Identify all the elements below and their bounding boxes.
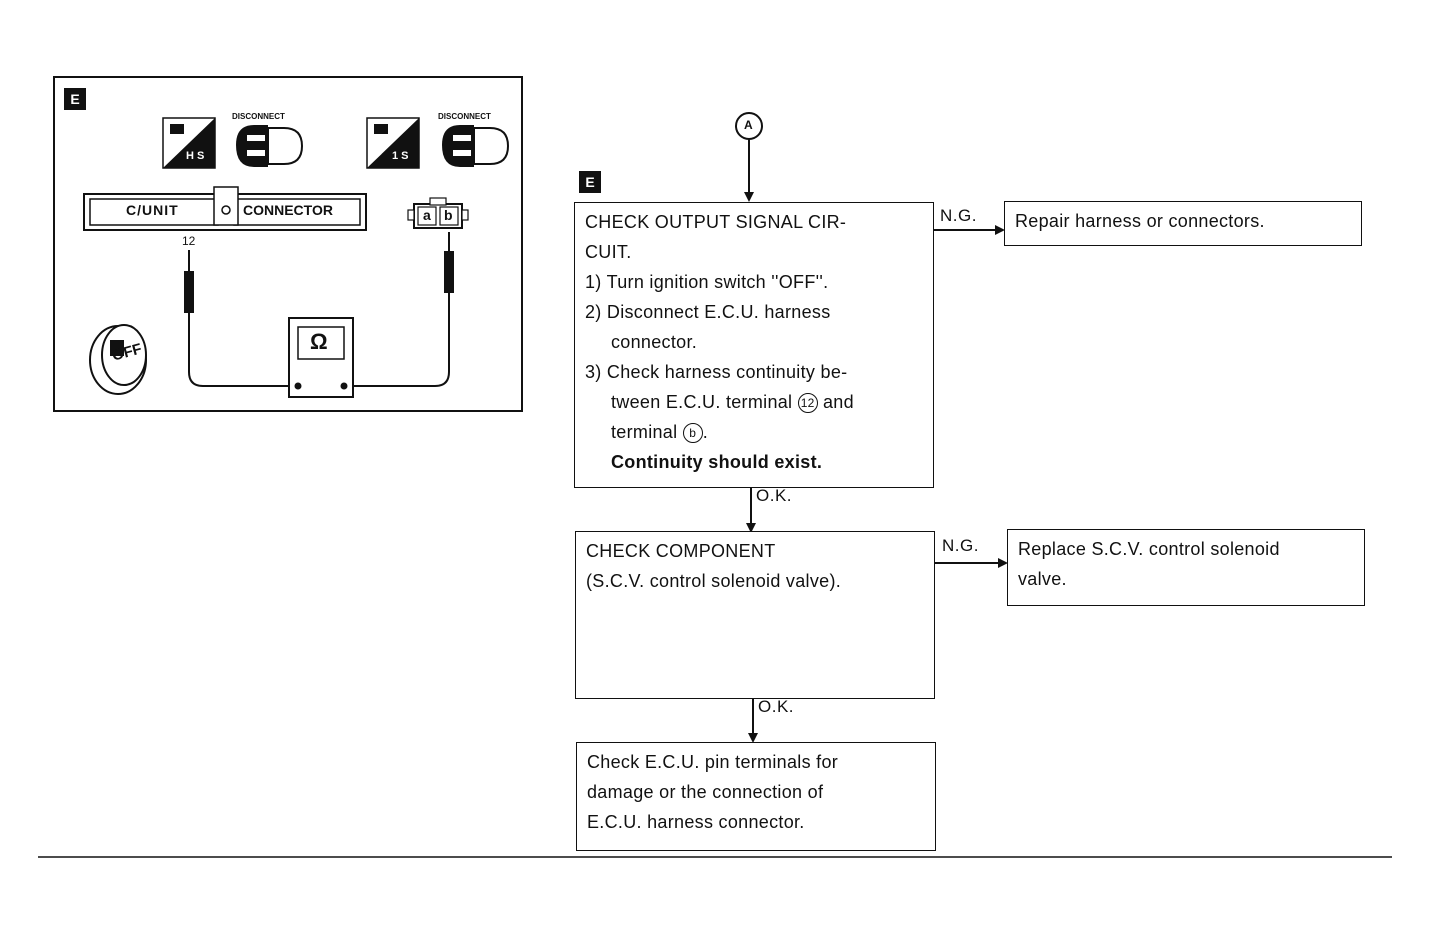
box-line: CHECK OUTPUT SIGNAL CIR-: [585, 212, 847, 232]
box-line: valve.: [1018, 569, 1067, 589]
continuity-note: Continuity should exist.: [611, 452, 823, 472]
pin-a-label: a: [423, 207, 431, 223]
ohmmeter: [288, 317, 354, 398]
box-line: 2) Disconnect E.C.U. harness: [585, 302, 831, 322]
box-line: 1) Turn ignition switch ''OFF''.: [585, 272, 829, 292]
replace-scv-box: Replace S.C.V. control solenoid valve.: [1007, 529, 1365, 606]
ng-label: N.G.: [940, 206, 977, 225]
check-component-box: CHECK COMPONENT (S.C.V. control solenoid…: [575, 531, 935, 699]
disconnect-plug-icon: [236, 125, 304, 167]
test-leads: [184, 232, 454, 387]
ohm-symbol: Ω: [310, 329, 328, 354]
disconnect-plug-icon: [442, 125, 510, 167]
step-marker: E: [579, 171, 601, 193]
sensor-harness-icon: [366, 117, 420, 169]
box-line: E.C.U. harness connector.: [587, 812, 805, 832]
box-line: Replace S.C.V. control solenoid: [1018, 539, 1280, 559]
terminal-12-marker: 12: [797, 393, 818, 413]
illustration-frame: [53, 76, 523, 412]
icon-caption: H S: [186, 150, 205, 162]
box-line: Repair harness or connectors.: [1015, 211, 1265, 231]
repair-harness-box: Repair harness or connectors.: [1004, 201, 1362, 246]
box-line: Check E.C.U. pin terminals for: [587, 752, 839, 772]
ok-label: O.K.: [758, 697, 795, 716]
box-line: (S.C.V. control solenoid valve).: [586, 571, 842, 591]
cunit-label: C/UNIT: [126, 202, 179, 218]
ng-label: N.G.: [942, 536, 979, 555]
disconnect-label: DISCONNECT: [438, 112, 491, 121]
icon-caption: 1 S: [392, 150, 409, 162]
box-line: connector.: [611, 332, 698, 352]
box-line: CUIT.: [585, 242, 632, 262]
terminal-b-marker: b: [682, 423, 703, 443]
connector-label: CONNECTOR: [243, 202, 333, 218]
box-line: damage or the connection of: [587, 782, 824, 802]
check-output-signal-box: CHECK OUTPUT SIGNAL CIR- CUIT. 1) Turn i…: [574, 202, 934, 488]
check-ecu-pins-box: Check E.C.U. pin terminals for damage or…: [576, 742, 936, 851]
box-line: CHECK COMPONENT: [586, 541, 776, 561]
control-unit-connector: [83, 186, 367, 231]
step-marker: E: [64, 88, 86, 110]
disconnect-label: DISCONNECT: [232, 112, 285, 121]
box-line: 3) Check harness continuity be-: [585, 362, 848, 382]
ok-label: O.K.: [756, 486, 793, 505]
pin-b-label: b: [444, 207, 453, 223]
box-line-terminal-b: terminal b.: [611, 422, 709, 443]
box-line-terminal-12: tween E.C.U. terminal 12 and: [611, 392, 854, 413]
terminal-number: 12: [182, 234, 196, 248]
sensor-harness-icon: [162, 117, 216, 169]
two-pin-connector: [407, 197, 469, 229]
offpage-connector-label: A: [744, 118, 753, 132]
ignition-off-icon: [89, 324, 147, 395]
